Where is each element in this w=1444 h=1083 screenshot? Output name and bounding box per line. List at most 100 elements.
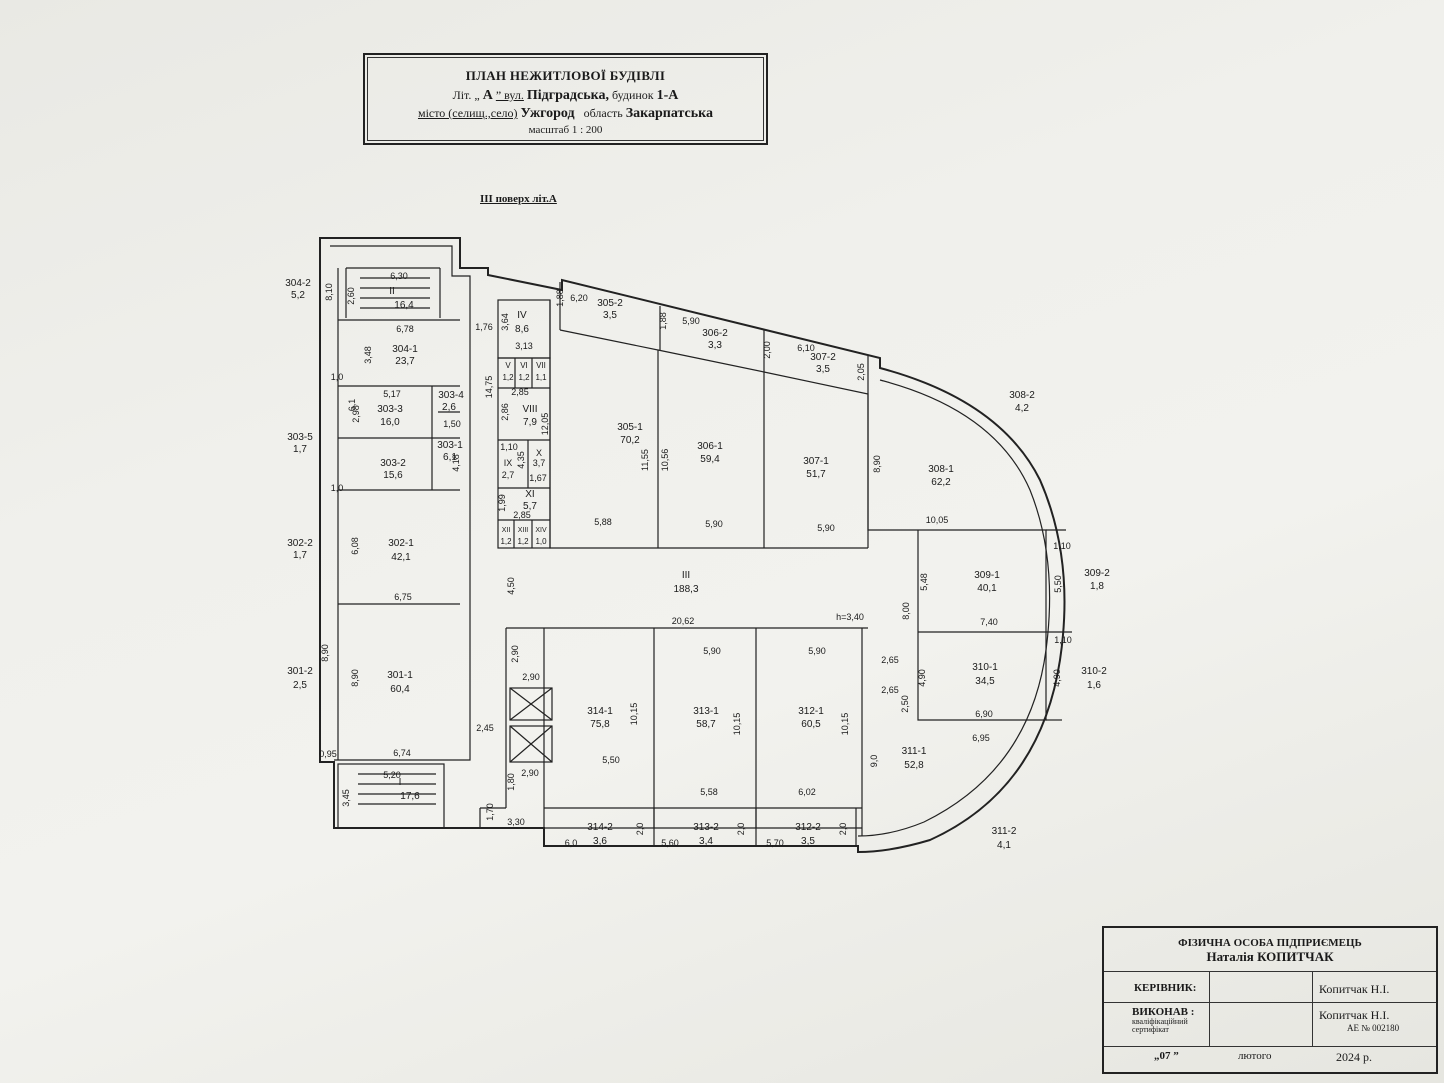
stamp-row-exec: ВИКОНАВ : кваліфікаційний сертифікат Коп… — [1104, 1002, 1436, 1047]
house-prefix: будинок — [611, 88, 654, 102]
room-id: 309-2 — [1084, 568, 1110, 579]
dimension-label: 2,50 — [900, 695, 910, 713]
room-id: 303-2 — [380, 458, 406, 469]
dimension-label: 8,10 — [324, 283, 334, 301]
dimension-label: 4,50 — [506, 577, 516, 595]
dimension-label: 6,78 — [396, 324, 414, 334]
room-area: 2,7 — [502, 470, 515, 480]
dimension-label: h=3,40 — [836, 612, 864, 622]
room-area: 1,8 — [1090, 581, 1104, 592]
dimension-label: 4,35 — [516, 451, 526, 469]
address-line: Літ. „ А ” вул. Підградська, будинок 1-А — [368, 88, 763, 104]
room-area: 3,7 — [533, 458, 546, 468]
dimension-label: 1,10 — [1053, 541, 1071, 551]
room-id: 304-1 — [392, 344, 418, 355]
region-prefix: область — [583, 106, 623, 120]
room-id: IX — [504, 458, 513, 468]
room-id: X — [536, 448, 542, 458]
room-area: 3,5 — [816, 364, 830, 375]
stamp-block: ФІЗИЧНА ОСОБА ПІДПРИЄМЕЦЬ Наталія КОПИТЧ… — [1102, 926, 1438, 1074]
plan-title: ПЛАН НЕЖИТЛОВОЇ БУДІВЛІ — [465, 68, 666, 83]
room-area: 1,2 — [502, 373, 514, 382]
room-id: V — [505, 361, 511, 370]
dimension-label: 20,62 — [672, 616, 695, 626]
room-area: 16,4 — [394, 300, 414, 311]
dimension-label: 5,17 — [383, 389, 401, 399]
room-id: 304-2 — [285, 278, 311, 289]
dimension-label: 14,75 — [484, 376, 494, 399]
room-id: 305-2 — [597, 298, 623, 309]
room-area: 60,5 — [801, 719, 821, 730]
dimension-label: 5,58 — [700, 787, 718, 797]
room-area: 51,7 — [806, 469, 826, 480]
room-area: 4,1 — [997, 840, 1011, 851]
dimension-label: 2,86 — [500, 403, 510, 421]
stamp-exec-label-cell: ВИКОНАВ : кваліфікаційний сертифікат — [1104, 1002, 1210, 1046]
room-id: 301-1 — [387, 670, 413, 681]
dimension-label: 2,90 — [522, 672, 540, 682]
house-value: 1-А — [656, 88, 679, 103]
dimension-label: 8,90 — [350, 669, 360, 687]
room-area: 1,7 — [293, 550, 307, 561]
dimension-label: 1,50 — [443, 419, 461, 429]
room-id: 312-2 — [795, 822, 821, 833]
room-id: 307-1 — [803, 456, 829, 467]
room-area: 3,4 — [699, 836, 713, 847]
dimension-label: 10,15 — [732, 713, 742, 736]
room-area: 5,7 — [523, 501, 537, 512]
dimension-label: 6,75 — [394, 592, 412, 602]
room-id: 308-2 — [1009, 390, 1035, 401]
dimension-label: 5,90 — [682, 316, 700, 326]
room-area: 2,6 — [442, 402, 456, 413]
dimension-label: 2,0 — [838, 823, 848, 836]
room-area: 40,1 — [977, 583, 997, 594]
stamp-name: Наталія КОПИТЧАК — [1206, 949, 1334, 964]
dimension-label: 5,50 — [602, 755, 620, 765]
dimension-labels: 8,106,302,606,783,481,05,176,12,981,504,… — [319, 271, 1072, 848]
room-area: 8,6 — [515, 324, 529, 335]
stamp-exec-label: ВИКОНАВ : — [1132, 1006, 1195, 1018]
room-area: 1,2 — [518, 373, 530, 382]
dimension-label: 6,08 — [350, 537, 360, 555]
room-id: IV — [517, 310, 527, 321]
dimension-label: 2,0 — [635, 823, 645, 836]
lit-value: А — [482, 88, 493, 103]
room-id: XI — [525, 489, 534, 500]
room-area: 4,2 — [1015, 403, 1029, 414]
room-id: 306-1 — [697, 441, 723, 452]
room-id: XIV — [535, 527, 547, 534]
dimension-label: 0,95 — [319, 749, 337, 759]
dimension-label: 2,98 — [351, 405, 361, 423]
dimension-label: 5,48 — [919, 573, 929, 591]
stamp-year: 2024 р. — [1336, 1050, 1372, 1064]
dimension-label: 2,65 — [881, 685, 899, 695]
room-area: 62,2 — [931, 477, 951, 488]
dimension-label: 2,90 — [510, 645, 520, 663]
floor-label: ІІІ поверх літ.А — [480, 193, 557, 205]
room-id: 314-1 — [587, 706, 613, 717]
dimension-label: 1,0 — [331, 372, 344, 382]
room-area: 23,7 — [395, 356, 415, 367]
room-id: 311-2 — [992, 826, 1017, 837]
dimension-label: 2,05 — [856, 363, 866, 381]
dimension-label: 11,55 — [640, 449, 650, 471]
region-value: Закарпатська — [625, 106, 714, 121]
room-id: 308-1 — [928, 464, 954, 475]
dimension-label: 10,15 — [629, 703, 639, 726]
dimension-label: 6,02 — [798, 787, 816, 797]
room-area: 3,3 — [708, 340, 722, 351]
dimension-label: 4,90 — [917, 669, 927, 687]
dimension-label: 5,90 — [703, 646, 721, 656]
dimension-label: 2,85 — [511, 387, 529, 397]
room-area: 6,1 — [443, 452, 457, 463]
dimension-label: 1,88 — [658, 312, 668, 330]
plan-walls — [319, 237, 1072, 854]
dimension-label: 1,80 — [506, 773, 516, 791]
room-area: 1,7 — [293, 444, 307, 455]
dimension-label: 6,30 — [390, 271, 408, 281]
stamp-exec-sub: кваліфікаційний сертифікат — [1132, 1017, 1188, 1034]
room-area: 17,6 — [400, 791, 420, 802]
dimension-label: 2,65 — [881, 655, 899, 665]
dimension-label: 8,00 — [901, 602, 911, 620]
